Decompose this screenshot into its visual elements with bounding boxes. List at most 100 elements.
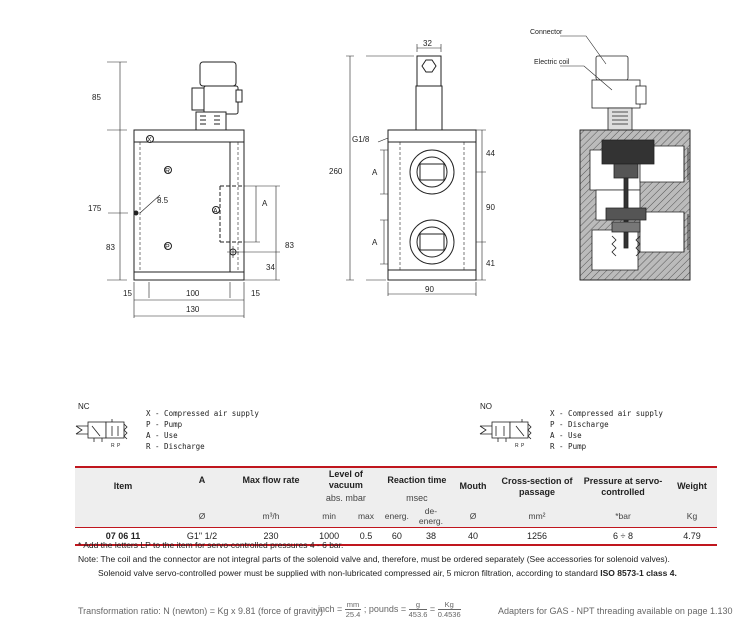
nc-legend-item: A - Use — [146, 431, 178, 440]
table-units-row: Ø m³/h min max energ. de-energ. Ø mm² *b… — [75, 505, 717, 528]
col-item: Item — [75, 466, 171, 505]
cell-deenerg: 38 — [410, 527, 451, 546]
dim-90-width: 90 — [425, 285, 434, 294]
dim-85: 85 — [92, 93, 101, 102]
col-cross: Cross-section of passage — [495, 466, 579, 505]
no-legend-item: R - Pump — [550, 442, 587, 451]
dim-175: 175 — [88, 204, 102, 213]
cell-mouth: 40 — [451, 527, 495, 546]
dim-15-right: 15 — [251, 289, 260, 298]
table-header-row: Item A Max flow rate Level of vacuum Rea… — [75, 466, 717, 505]
front-view-dimensions: 85 175 83 8.5 15 100 15 130 A 83 34 — [88, 93, 294, 314]
nc-legend-item: X - Compressed air supply — [146, 409, 259, 418]
nc-legend-item: R - Discharge — [146, 442, 205, 451]
port-r-label: R — [165, 168, 170, 175]
dim-a-top: A — [372, 168, 378, 177]
col-reaction: Reaction time — [382, 466, 451, 492]
pounds-label: ; pounds = — [363, 603, 407, 614]
dim-83-left: 83 — [106, 243, 115, 252]
dim-32: 32 — [423, 39, 432, 48]
dim-83-right: 83 — [285, 241, 294, 250]
unit-a: Ø — [171, 505, 233, 528]
nc-legend: X - Compressed air supply P - Pump A - U… — [146, 408, 259, 452]
sub-vacuum: abs. mbar — [309, 492, 383, 505]
no-legend-item: P - Discharge — [550, 420, 609, 429]
dim-34: 34 — [266, 263, 275, 272]
port-p-label: P — [165, 244, 170, 251]
unit-mouth: Ø — [451, 505, 495, 528]
dim-8-5: 8.5 — [157, 196, 169, 205]
table-subheader-row: abs. mbar msec — [75, 492, 717, 505]
col-flow: Max flow rate — [233, 466, 309, 492]
nc-title: NC — [78, 402, 90, 411]
nc-legend-item: P - Pump — [146, 420, 183, 429]
dim-260: 260 — [329, 167, 343, 176]
unit-pressure: *bar — [579, 505, 667, 528]
note-air-text: Solenoid valve servo-controlled power mu… — [98, 568, 598, 578]
nc-port-p: P — [117, 443, 121, 448]
col-a: A — [171, 466, 233, 492]
front-view-ports: X R P A — [147, 137, 218, 251]
cell-a: G1" 1/2 — [171, 527, 233, 546]
dim-a-bottom: A — [372, 238, 378, 247]
transformation-ratio: Transformation ratio: N (newton) = Kg x … — [78, 606, 324, 616]
section-view — [560, 35, 691, 281]
no-legend-item: X - Compressed air supply — [550, 409, 663, 418]
col-pressure: Pressure at servo-controlled — [579, 466, 667, 505]
no-port-p: P — [521, 443, 525, 448]
technical-drawings: X R P A 85 175 83 8.5 15 100 15 130 A 83… — [88, 29, 691, 318]
dim-15-left: 15 — [123, 289, 132, 298]
cell-energ: 60 — [382, 527, 411, 546]
dim-130: 130 — [186, 305, 200, 314]
unit-vac-max: max — [349, 505, 383, 528]
unit-energ: energ. — [382, 505, 411, 528]
port-a-label: A — [213, 208, 218, 215]
notes: * Add the letters LP to the item for ser… — [78, 538, 728, 580]
cell-vac-max: 0.5 — [349, 527, 383, 546]
nc-valve-symbol: R P — [75, 419, 128, 448]
table-row: 07 06 11 G1" 1/2 230 1000 0.5 60 38 40 1… — [75, 527, 717, 546]
cell-vac-min: 1000 — [309, 527, 350, 546]
cell-pressure: 6 ÷ 8 — [579, 527, 667, 546]
dim-100: 100 — [186, 289, 200, 298]
dim-41: 41 — [486, 259, 495, 268]
cell-item: 07 06 11 — [75, 527, 171, 546]
spec-table: Item A Max flow rate Level of vacuum Rea… — [75, 466, 717, 546]
dim-g1-8: G1/8 — [352, 135, 370, 144]
sub-reaction: msec — [382, 492, 451, 505]
note-air: Solenoid valve servo-controlled power mu… — [78, 566, 728, 580]
side-view — [346, 44, 486, 296]
col-weight: Weight — [667, 466, 717, 505]
dim-90-vertical: 90 — [486, 203, 495, 212]
cell-flow: 230 — [233, 527, 309, 546]
section-labels: Connector Electric coil — [530, 29, 570, 66]
no-legend: X - Compressed air supply P - Discharge … — [550, 408, 663, 452]
side-view-dimensions: 32 G1/8 260 A A 44 90 41 90 — [329, 39, 495, 294]
front-view — [107, 61, 280, 318]
gas-adapters-note: Adapters for GAS - NPT threading availab… — [498, 606, 733, 616]
unit-flow: m³/h — [233, 505, 309, 528]
electric-coil-label: Electric coil — [534, 59, 570, 66]
col-vacuum: Level of vacuum — [309, 466, 383, 492]
inch-label: inch = — [318, 603, 343, 614]
connector-label: Connector — [530, 29, 563, 36]
unit-weight: Kg — [667, 505, 717, 528]
no-legend-item: A - Use — [550, 431, 582, 440]
note-lp: * Add the letters LP to the item for ser… — [78, 540, 344, 550]
dim-44: 44 — [486, 149, 495, 158]
note-iso: ISO 8573-1 class 4. — [600, 568, 677, 578]
equals-sign: = — [429, 603, 436, 614]
unit-deenerg: de-energ. — [410, 505, 451, 528]
no-port-r: R — [515, 443, 519, 448]
cell-cross: 1256 — [495, 527, 579, 546]
nc-port-r: R — [111, 443, 115, 448]
cell-weight: 4.79 — [667, 527, 717, 546]
note-coil: Note: The coil and the connector are not… — [78, 554, 670, 564]
col-mouth: Mouth — [451, 466, 495, 505]
dim-a-right: A — [262, 199, 268, 208]
no-title: NO — [480, 402, 492, 411]
